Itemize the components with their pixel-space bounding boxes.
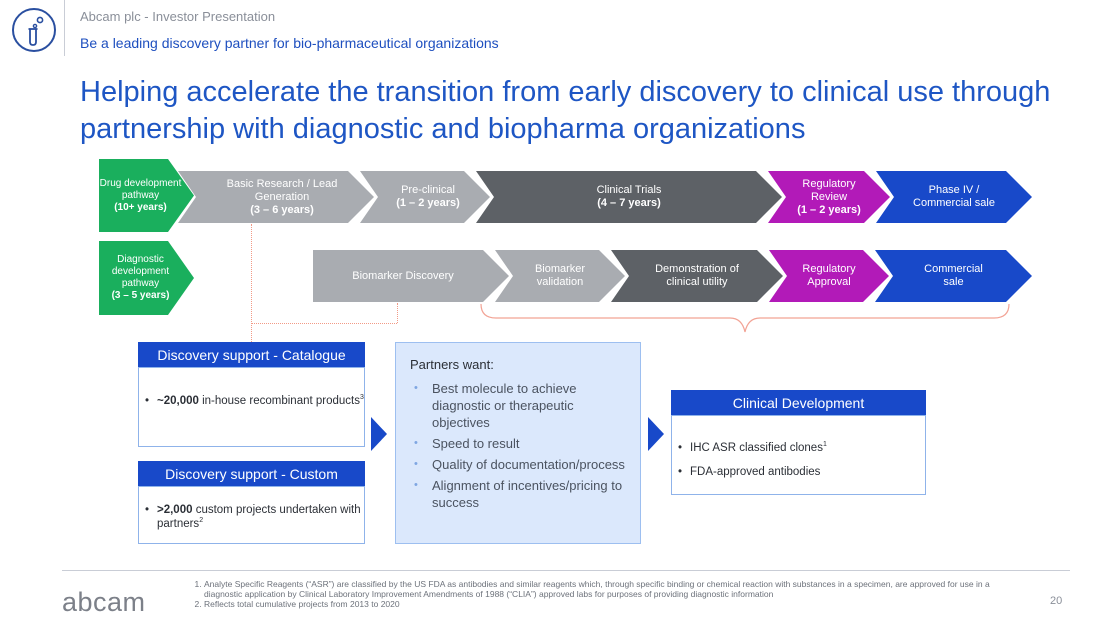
connector-basic-research — [251, 224, 252, 342]
test-tube-icon — [28, 16, 44, 46]
footnote: Reflects total cumulative projects from … — [204, 599, 1020, 609]
footnotes: Analyte Specific Reagents (“ASR”) are cl… — [190, 579, 1020, 609]
stage-biomarker-discovery: Biomarker Discovery — [313, 250, 509, 302]
partners-want-panel: Partners want: Best molecule to achieve … — [395, 342, 641, 544]
clinical-item: IHC ASR classified clones1 — [672, 441, 925, 455]
footer-divider — [62, 570, 1070, 571]
stage-phase-iv: Phase IV / Commercial sale — [876, 171, 1032, 223]
stage-regulatory-approval: Regulatory Approval — [769, 250, 889, 302]
stage-brace — [480, 303, 1010, 333]
presentation-title: Abcam plc - Investor Presentation — [80, 9, 276, 24]
partners-title: Partners want: — [410, 357, 494, 372]
footnote: Analyte Specific Reagents (“ASR”) are cl… — [204, 579, 1020, 599]
clinical-item: FDA-approved antibodies — [672, 465, 925, 479]
catalogue-box: ~20,000 in-house recombinant products3 — [138, 367, 365, 447]
arrow-to-partners — [371, 417, 387, 451]
catalogue-item: ~20,000 in-house recombinant products3 — [139, 394, 364, 408]
connector-biomarker-discovery — [397, 303, 398, 323]
page-number: 20 — [1050, 595, 1063, 607]
partners-item: Speed to result — [410, 435, 626, 452]
custom-box: >2,000 custom projects undertaken with p… — [138, 486, 365, 544]
catalogue-header: Discovery support - Catalogue — [138, 342, 365, 367]
arrow-to-clinical — [648, 417, 664, 451]
partners-item: Quality of documentation/process — [410, 456, 626, 473]
stage-basic-research: Basic Research / Lead Generation(3 – 6 y… — [178, 171, 374, 223]
clinical-box: IHC ASR classified clones1 FDA-approved … — [671, 415, 926, 495]
stage-biomarker-validation: Biomarker validation — [495, 250, 625, 302]
custom-item: >2,000 custom projects undertaken with p… — [139, 503, 364, 531]
diagnostic-pathway-label: Diagnostic development pathway(3 – 5 yea… — [99, 241, 194, 315]
custom-header: Discovery support - Custom — [138, 461, 365, 486]
partners-item: Alignment of incentives/pricing to succe… — [410, 477, 626, 511]
header-divider — [64, 0, 65, 56]
stage-commercial-sale: Commercial sale — [875, 250, 1032, 302]
clinical-header: Clinical Development — [671, 390, 926, 415]
connector-horizontal — [251, 323, 397, 324]
stage-pre-clinical: Pre-clinical(1 – 2 years) — [360, 171, 490, 223]
partners-item: Best molecule to achieve diagnostic or t… — [410, 380, 626, 431]
logo-badge — [12, 8, 56, 52]
stage-clinical-utility: Demonstration of clinical utility — [611, 250, 783, 302]
stage-clinical-trials: Clinical Trials(4 – 7 years) — [476, 171, 782, 223]
abcam-wordmark: abcam — [62, 587, 146, 617]
slide-headline: Helping accelerate the transition from e… — [80, 76, 1051, 145]
section-subtitle: Be a leading discovery partner for bio-p… — [80, 35, 499, 51]
stage-regulatory-review: Regulatory Review(1 – 2 years) — [768, 171, 890, 223]
